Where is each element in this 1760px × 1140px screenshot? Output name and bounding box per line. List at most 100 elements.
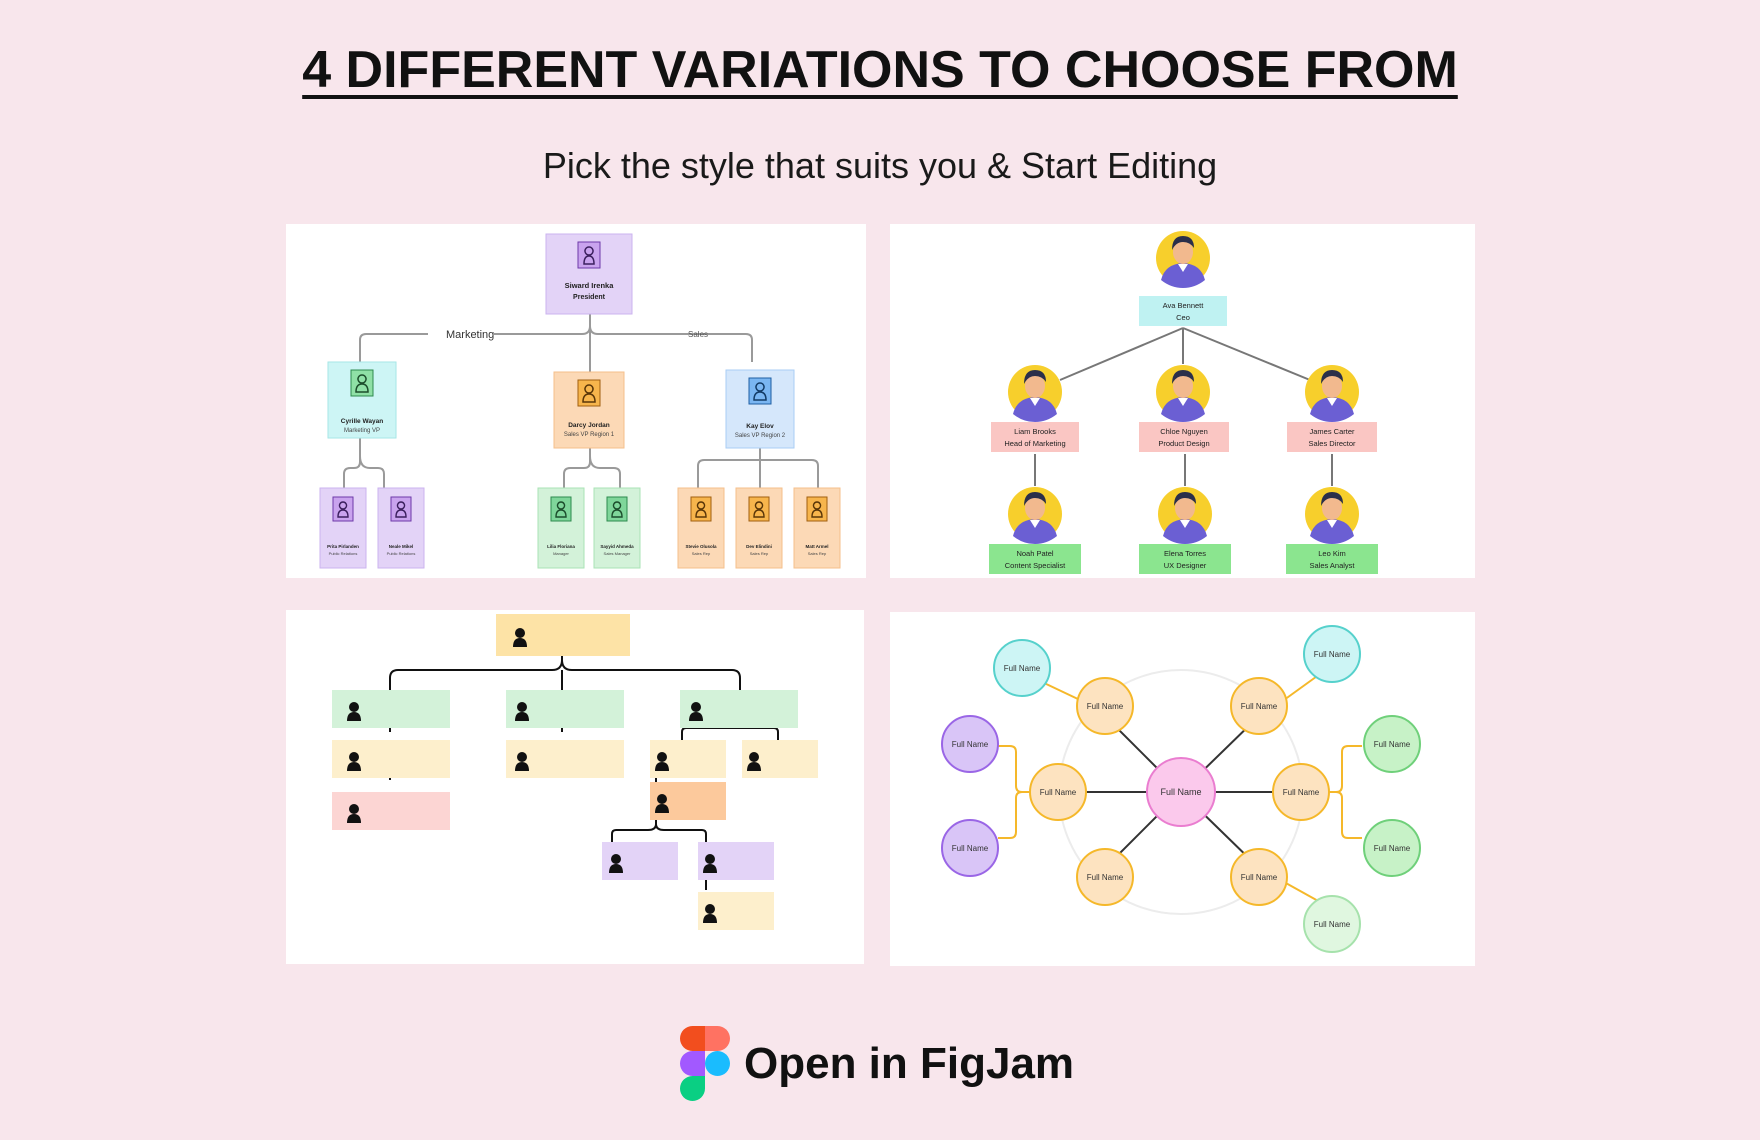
svg-text:Full Name: Full Name — [1314, 650, 1351, 659]
head-name: James Carter — [1309, 427, 1355, 436]
staff-card-5: Stevie Olusola Sales Rep — [677, 487, 725, 569]
report-name: Leo Kim — [1318, 549, 1346, 558]
person-icon — [582, 384, 596, 403]
org-box — [698, 842, 774, 880]
report-name: Elena Torres — [1164, 549, 1206, 558]
vp-role: Marketing VP — [344, 428, 380, 434]
outer-node: Full Name — [1363, 715, 1421, 773]
report-role: Content Specialist — [1005, 561, 1066, 570]
page-title: 4 DIFFERENT VARIATIONS TO CHOOSE FROM — [302, 41, 1458, 99]
staff-name: Neale Mikel — [389, 544, 414, 549]
variation-1-chart: Marketing Sales Siward Irenka President … — [319, 233, 841, 569]
staff-card-4: Sayyid Ahmeda Sales Manager — [593, 487, 641, 569]
staff-card-1: Prita Pirlanden Public Relations — [319, 487, 367, 569]
staff-card-3: Lilia Floriana Manager — [537, 487, 585, 569]
svg-text:Full Name: Full Name — [1374, 740, 1411, 749]
page-subtitle: Pick the style that suits you & Start Ed… — [542, 145, 1218, 186]
avatar — [1158, 487, 1212, 544]
inner-node: Full Name — [1029, 763, 1087, 821]
vp-card-2: Darcy Jordan Sales VP Region 1 — [553, 371, 625, 449]
inner-node: Full Name — [1272, 763, 1330, 821]
head-name: Liam Brooks — [1014, 427, 1056, 436]
inner-node: Full Name — [1076, 848, 1134, 906]
variation-3-card[interactable] — [286, 610, 864, 964]
figma-logo-icon — [680, 1026, 730, 1101]
head-card-3: James Carter Sales Director — [1287, 422, 1377, 452]
staff-name: Dev Elindini — [746, 544, 772, 549]
svg-text:Full Name: Full Name — [952, 740, 989, 749]
person-icon — [337, 501, 349, 518]
svg-text:Full Name: Full Name — [1374, 844, 1411, 853]
staff-name: Sayyid Ahmeda — [600, 544, 634, 549]
vp-role: Sales VP Region 1 — [564, 432, 615, 438]
staff-name: Prita Pirlanden — [327, 544, 359, 549]
vp-card-3: Kay Elov Sales VP Region 2 — [725, 369, 795, 449]
inner-node: Full Name — [1230, 677, 1288, 735]
head-card-1: Liam Brooks Head of Marketing — [991, 422, 1079, 452]
person-icon — [555, 501, 567, 518]
person-icon — [395, 501, 407, 518]
variation-2-chart: Ava Bennett Ceo Liam Brooks Head of Mark… — [989, 231, 1378, 574]
org-box — [332, 740, 450, 778]
org-box — [680, 690, 798, 728]
ceo-name: Ava Bennett — [1163, 301, 1205, 310]
svg-text:Full Name: Full Name — [1087, 702, 1124, 711]
report-card-2: Elena Torres UX Designer — [1139, 544, 1231, 574]
variation-3-chart — [332, 614, 818, 930]
vp-card-1: Cyrille Wayan Marketing VP — [327, 361, 397, 439]
vp-name: Darcy Jordan — [568, 422, 610, 429]
person-icon — [583, 246, 595, 265]
staff-card-2: Neale Mikel Public Relations — [377, 487, 425, 569]
inner-node: Full Name — [1076, 677, 1134, 735]
report-card-3: Leo Kim Sales Analyst — [1286, 544, 1378, 574]
staff-role: Public Relations — [387, 551, 416, 556]
staff-role: Sales Manager — [604, 551, 632, 556]
avatar — [1156, 231, 1210, 288]
ceo-card: Ava Bennett Ceo — [1139, 296, 1227, 326]
inner-node: Full Name — [1230, 848, 1288, 906]
avatar — [1305, 487, 1359, 544]
avatar — [1008, 487, 1062, 544]
staff-card-6: Dev Elindini Sales Rep — [735, 487, 783, 569]
vp-name: Kay Elov — [746, 423, 774, 430]
ceo-role: Ceo — [1176, 313, 1190, 322]
org-box — [332, 792, 450, 830]
staff-card-7: Matt Armel Sales Rep — [793, 487, 841, 569]
svg-text:Full Name: Full Name — [1087, 873, 1124, 882]
president-name: Siward Irenka — [565, 281, 615, 290]
outer-node: Full Name — [941, 819, 999, 877]
center-node: Full Name — [1146, 757, 1216, 827]
head-role: Product Design — [1158, 439, 1209, 448]
org-box — [698, 892, 774, 930]
head-name: Chloe Nguyen — [1160, 427, 1208, 436]
head-role: Head of Marketing — [1004, 439, 1065, 448]
org-box — [742, 740, 818, 778]
org-box — [332, 690, 450, 728]
president-card: Siward Irenka President — [545, 233, 633, 315]
svg-text:Full Name: Full Name — [1040, 788, 1077, 797]
svg-text:Full Name: Full Name — [1241, 873, 1278, 882]
svg-text:Full Name: Full Name — [1283, 788, 1320, 797]
org-box — [602, 842, 678, 880]
variation-4-chart: Full Name Full Name Full Name Full Name … — [941, 625, 1421, 953]
report-card-1: Noah Patel Content Specialist — [989, 544, 1081, 574]
person-icon — [753, 382, 767, 401]
variation-1-card[interactable]: Marketing Sales Siward Irenka President … — [286, 224, 866, 578]
vp-name: Cyrille Wayan — [341, 418, 383, 425]
staff-name: Stevie Olusola — [685, 544, 717, 549]
staff-role: Sales Rep — [692, 551, 711, 556]
person-icon — [753, 501, 765, 518]
staff-role: Public Relations — [329, 551, 358, 556]
person-icon — [695, 501, 707, 518]
staff-role: Manager — [553, 551, 569, 556]
org-box — [506, 690, 624, 728]
open-in-figjam-button[interactable]: Open in FigJam — [680, 1026, 1074, 1102]
open-in-figjam-label: Open in FigJam — [744, 1039, 1075, 1088]
avatar — [1156, 365, 1210, 422]
variation-4-card[interactable]: Full Name Full Name Full Name Full Name … — [890, 612, 1475, 966]
variation-2-card[interactable]: Ava Bennett Ceo Liam Brooks Head of Mark… — [890, 224, 1475, 578]
report-role: Sales Analyst — [1309, 561, 1355, 570]
outer-node: Full Name — [1303, 625, 1361, 683]
avatar — [1305, 365, 1359, 422]
avatar — [1008, 365, 1062, 422]
